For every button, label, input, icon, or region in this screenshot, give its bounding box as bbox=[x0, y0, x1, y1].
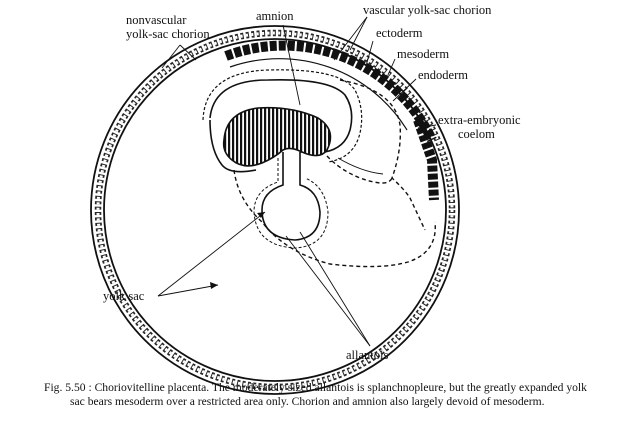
yolk-sac-wall bbox=[233, 155, 436, 268]
label-yolk-sac: yolk sac bbox=[103, 289, 145, 303]
label-extra-embryonic: extra-embryonic bbox=[438, 113, 521, 127]
mesoderm-layer bbox=[229, 58, 408, 131]
leader-arrowheads bbox=[210, 212, 265, 289]
label-endoderm: endoderm bbox=[418, 68, 468, 82]
label-yolk-sac-chorion: yolk-sac chorion bbox=[126, 27, 210, 41]
label-nonvascular: nonvascular bbox=[126, 13, 187, 27]
amnion bbox=[202, 69, 363, 173]
vascular-chorion-blocks bbox=[224, 40, 437, 143]
caption-line-2: sac bears mesoderm over a restricted are… bbox=[70, 395, 545, 408]
label-coelom: coelom bbox=[458, 127, 495, 141]
vascular-chorion-extension bbox=[413, 118, 439, 201]
embryo bbox=[222, 106, 332, 167]
allantois bbox=[253, 152, 329, 249]
label-mesoderm: mesoderm bbox=[397, 47, 449, 61]
figure-caption: Fig. 5.50 : Choriovitelline placenta. Th… bbox=[44, 381, 619, 409]
label-vascular-yolk-sac-chorion: vascular yolk-sac chorion bbox=[363, 3, 492, 17]
caption-line-1: Fig. 5.50 : Choriovitelline placenta. Th… bbox=[44, 381, 587, 394]
label-ectoderm: ectoderm bbox=[376, 26, 423, 40]
chorion-wall bbox=[90, 25, 460, 395]
label-amnion: amnion bbox=[256, 9, 294, 23]
label-allantois: allantois bbox=[346, 348, 388, 362]
leader-lines bbox=[157, 16, 437, 347]
